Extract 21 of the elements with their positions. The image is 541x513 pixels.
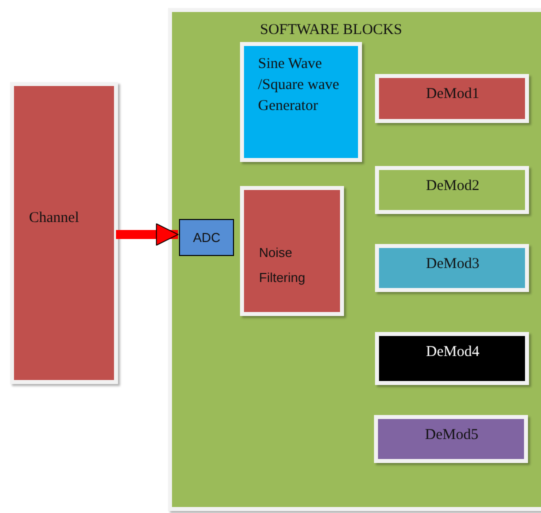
process-box — [374, 415, 528, 463]
panel-title: SOFTWARE BLOCKS — [260, 21, 402, 40]
box-label: DeMod3 — [426, 255, 480, 274]
box-label: DeMod2 — [426, 177, 480, 196]
process-box — [375, 166, 529, 214]
arrow — [116, 223, 178, 246]
process-box — [240, 186, 344, 316]
panel — [168, 8, 541, 511]
box-label: Sine Wave /Square wave Generator — [258, 55, 340, 116]
box-label: DeMod5 — [425, 426, 478, 445]
process-box — [375, 74, 529, 123]
process-box — [240, 42, 362, 162]
box-label: DeMod4 — [426, 343, 480, 362]
process-box — [375, 332, 529, 385]
process-box — [375, 244, 529, 292]
box-label: Channel — [29, 209, 79, 228]
box-label: Noise Filtering — [259, 244, 306, 287]
box-label: DeMod1 — [426, 85, 480, 104]
process-box — [179, 219, 234, 256]
process-box — [10, 82, 118, 384]
box-label: ADC — [193, 229, 220, 247]
